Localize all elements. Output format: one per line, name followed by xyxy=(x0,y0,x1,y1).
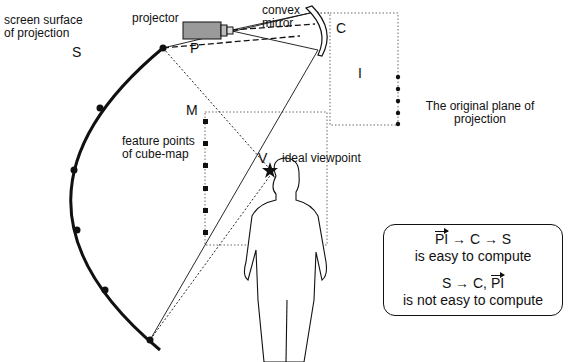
callout-letter: C xyxy=(336,22,346,35)
note-text: S → C, PI xyxy=(394,275,552,292)
note-box: PI → C → Sis easy to compute S → C, PIis … xyxy=(383,224,563,316)
projection-plane-frame xyxy=(330,13,398,125)
label-text: feature points of cube-map xyxy=(122,135,204,161)
image-points xyxy=(396,75,400,126)
feature-points xyxy=(203,119,208,235)
convex-mirror xyxy=(306,6,327,56)
screen-surface xyxy=(71,48,163,350)
callout-letter: P xyxy=(190,42,199,55)
person xyxy=(244,158,326,362)
projector xyxy=(183,22,233,39)
note-text: PI → C → S xyxy=(394,231,552,248)
callout-letter: S xyxy=(72,46,81,59)
label-text: ideal viewpoint xyxy=(282,152,361,165)
callout-letter: V xyxy=(258,152,267,165)
callout-letter: M xyxy=(186,104,198,117)
label-text: The original plane of projection xyxy=(410,100,550,126)
label-text: projector xyxy=(132,12,179,25)
callout-letter: I xyxy=(358,67,362,80)
label-text: screen surface of projection xyxy=(4,14,90,40)
note-text: is easy to compute xyxy=(394,248,552,265)
label-text: convex mirror xyxy=(262,4,308,30)
note-text: is not easy to compute xyxy=(394,292,552,309)
screen-points xyxy=(71,45,167,344)
